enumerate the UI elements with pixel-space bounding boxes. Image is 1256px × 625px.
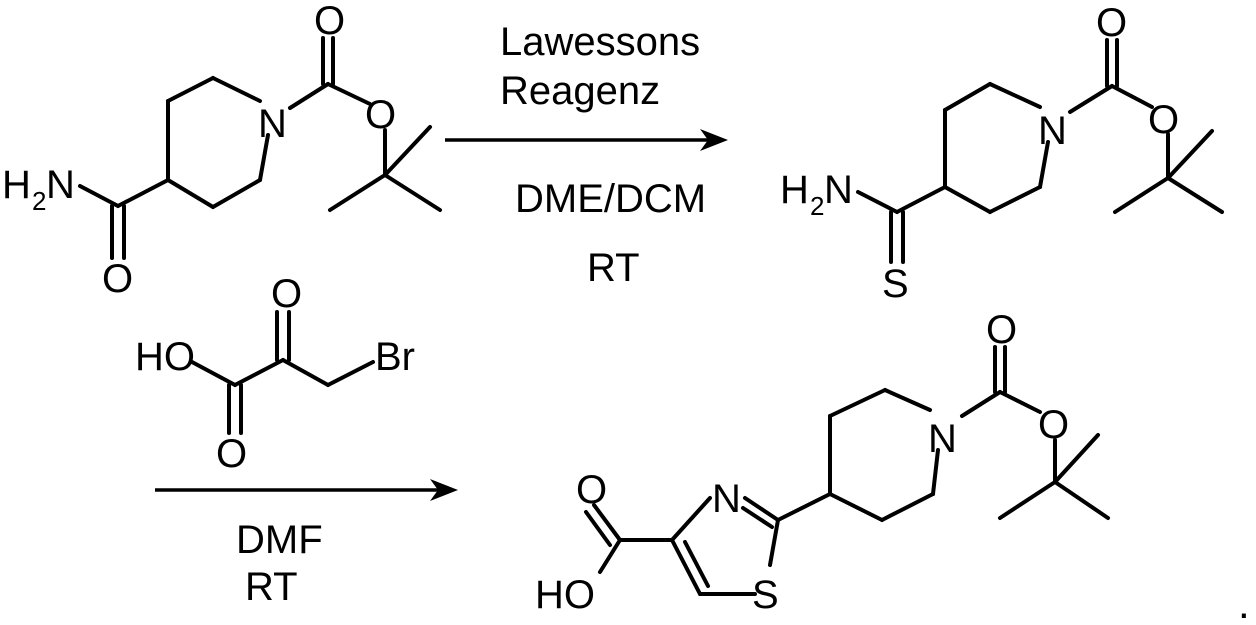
atom-sulfur-thiazole: S: [752, 573, 779, 617]
atom-nitrogen-thioamide: N: [824, 168, 853, 212]
intermediate-thioamide: O N O S H 2 N: [780, 1, 1222, 306]
reaction-arrow-step2: [155, 479, 458, 501]
solvent-label-step2: DMF: [236, 518, 323, 562]
atom-oxygen-ester-p2: O: [1038, 403, 1069, 447]
temperature-label-step1: RT: [587, 246, 640, 290]
reagent-label-line2: Reagenz: [500, 69, 660, 113]
atom-nitrogen-thiazole: N: [712, 477, 741, 521]
atom-nitrogen: N: [258, 102, 287, 146]
reagent-bromopyruvic-acid: O HO Br O: [135, 272, 415, 476]
atom-oxygen-acid-p2: O: [576, 468, 607, 512]
atom-sulfur: S: [882, 262, 909, 306]
atom-nitrogen-p1: N: [1038, 109, 1067, 153]
atom-oxygen-carbonyl-p2: O: [986, 308, 1017, 352]
reagent-label-line1: Lawessons: [500, 20, 700, 64]
atom-oxygen-ester-p1: O: [1148, 98, 1179, 142]
hydroxyl-label-p2: HO: [535, 573, 595, 617]
atom-oxygen-ester: O: [365, 93, 396, 137]
final-product-thiazole-acid: O N O N S O HO: [535, 308, 1108, 617]
solvent-label-step1: DME/DCM: [515, 177, 706, 221]
atom-oxygen-carbonyl: O: [314, 0, 345, 43]
atom-nitrogen-piperidine-p2: N: [928, 417, 957, 461]
reaction-arrow-step1: [445, 129, 728, 151]
atom-oxygen-acid: O: [216, 432, 247, 476]
atom-nitrogen-amide: N: [46, 163, 75, 207]
starting-material-carboxamide: O N O O H 2 N: [2, 0, 440, 301]
atom-oxygen-amide: O: [102, 257, 133, 301]
h2-subscript-p1: 2: [810, 191, 824, 221]
atom-hydrogen-p1: H: [780, 168, 809, 212]
atom-oxygen-carbonyl-p1: O: [1096, 1, 1127, 45]
temperature-label-step2: RT: [245, 565, 298, 609]
h2-subscript: 2: [32, 186, 46, 216]
bromine-label: Br: [375, 335, 415, 379]
atom-oxygen-keto: O: [271, 272, 302, 316]
atom-hydrogen: H: [2, 163, 31, 207]
trailing-period: .: [1238, 580, 1250, 625]
hydroxyl-label: HO: [135, 335, 195, 379]
